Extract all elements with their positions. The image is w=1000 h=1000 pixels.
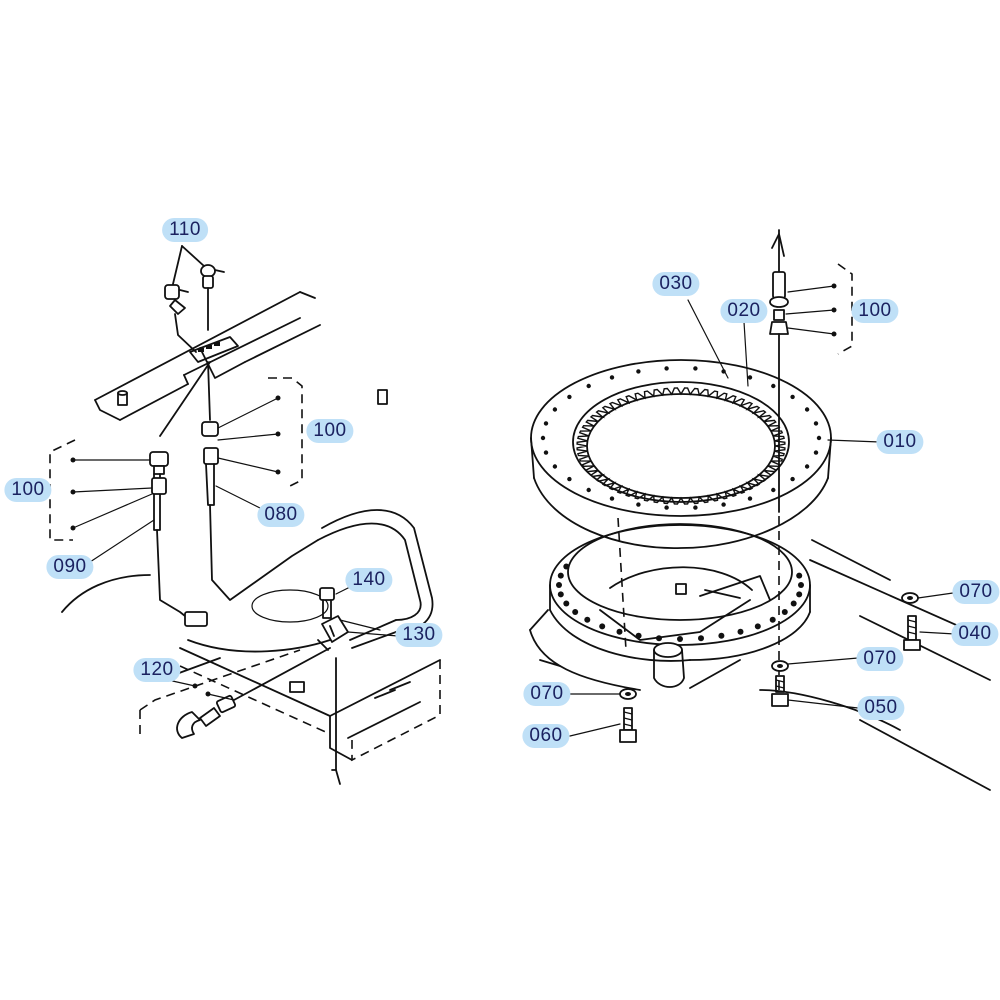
bearing-bolt-holes [540,366,822,510]
bolt-hole [609,375,615,380]
callout-130: 130 [395,623,443,647]
callout-070-left: 070 [523,682,571,706]
bolt-hole [790,600,797,607]
bolt-060 [569,707,637,743]
gear-teeth [576,387,786,505]
bolt-hole [664,505,669,510]
elbow-fitting-120 [139,647,341,785]
bolt-hole [664,366,669,371]
bolt-hole [552,407,558,412]
callout-060: 060 [522,724,570,748]
swing-frame [529,516,991,791]
callout-080: 080 [257,503,305,527]
base-frame [61,574,441,762]
bolt-040 [903,615,956,651]
bolt-hole [584,616,591,623]
bolt-hole [790,394,795,400]
bolt-hole [718,632,725,639]
bolt-hole [586,487,591,493]
bolt-hole [557,591,564,598]
bolt-hole [769,616,776,623]
frame-bolt-holes [556,563,804,642]
bolt-hole [781,609,788,615]
washer-070-mid [771,657,859,672]
callout-120: 120 [133,658,181,682]
bolt-hole [567,476,572,482]
bolt-hole [747,496,753,501]
callout-050: 050 [857,696,905,720]
bracket-plate [94,291,388,421]
lubrication-assembly [49,245,441,785]
callout-140: 140 [345,568,393,592]
bolt-050 [771,675,859,709]
bolt-hole [567,394,572,400]
bolt-hole [796,572,803,579]
leader-010 [827,439,881,443]
bolt-hole [552,464,558,469]
bolt-hole [771,383,776,389]
grease-nipple-110 [164,245,225,353]
bolt-hole [609,496,615,501]
washer-070-left [567,688,637,700]
callout-020: 020 [720,299,768,323]
leader-020 [743,321,749,387]
bolt-hole [586,383,591,389]
callout-100-mid: 100 [306,419,354,443]
callout-090: 090 [46,555,94,579]
bolt-hole [693,505,698,510]
callout-070-right: 070 [952,580,1000,604]
bolt-hole [804,407,810,412]
bolt-hole [754,623,761,630]
callout-010: 010 [876,430,924,454]
bolt-hole [563,600,570,607]
bolt-hole [721,502,726,507]
bolt-hole [636,502,641,507]
bolt-hole [543,450,549,455]
bolt-hole [816,435,822,441]
callout-030: 030 [652,272,700,296]
bolt-hole [540,435,546,441]
internal-gear-020 [572,381,790,505]
swing-bearing-010 [530,359,832,549]
bolt-hole [790,476,795,482]
bolt-hole [616,628,623,635]
callout-110: 110 [162,218,208,242]
grease-fitting-090 [49,361,211,627]
bolt-hole [804,464,810,469]
callout-100-right: 100 [851,299,899,323]
bolt-hole [747,375,753,380]
callout-070-mid: 070 [856,647,904,671]
bolt-hole [557,572,564,579]
callout-100-left: 100 [4,478,52,502]
washer-070-right [901,591,961,604]
bolt-hole [677,636,683,642]
callout-040: 040 [951,622,999,646]
gear-tooth-profile [576,387,786,505]
bolt-hole [698,635,704,642]
bolt-hole [572,609,579,615]
grease-line-right [769,229,853,513]
grease-fitting-080 [201,377,319,601]
bolt-hole [563,563,570,570]
bolt-hole [693,366,698,371]
bolt-hole [796,591,803,598]
leader-030 [687,299,729,379]
bolt-hole [556,582,562,588]
bolt-hole [813,421,819,426]
bolt-hole [543,421,549,426]
bolt-hole [813,450,819,455]
bolt-hole [771,487,776,493]
clamp-130 [317,615,399,651]
bolt-hole [798,582,804,588]
bolt-hole [737,628,744,635]
bolt-hole [599,623,606,630]
bolt-hole [636,369,641,374]
